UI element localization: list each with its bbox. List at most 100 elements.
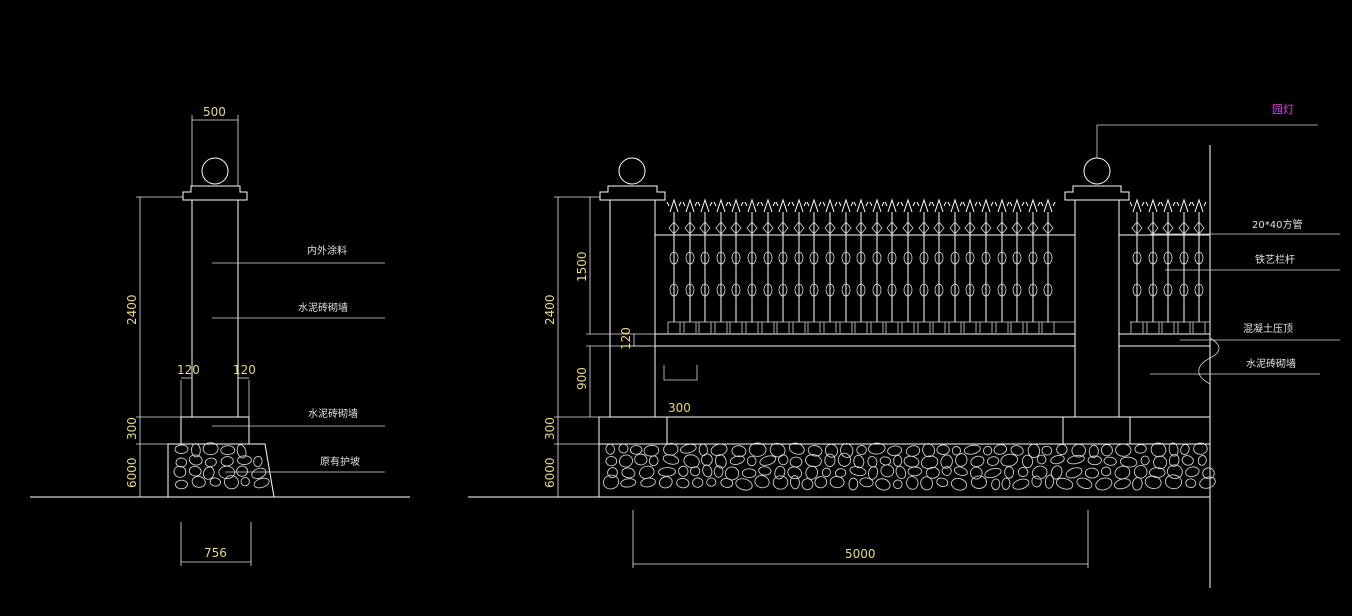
picket-ring [700,251,710,265]
picket-ring [825,251,835,265]
picket-spear [1176,198,1192,213]
picket-diamond [949,221,961,235]
picket-ring [887,283,897,297]
stone [1100,466,1112,477]
stone [1044,474,1055,489]
stone [920,455,939,470]
picket-ring [669,251,679,265]
picket-foot [1146,322,1160,333]
stone [787,466,803,480]
stone [640,477,656,488]
picket-foot [948,322,962,333]
picket-foot [1161,322,1175,333]
stone [702,464,713,478]
stone [602,474,620,490]
stone [1113,478,1131,490]
picket-spear [822,198,838,213]
dim-foundation-label-elev: 6000 [543,457,557,488]
stone [963,444,981,455]
stone [1050,454,1065,465]
picket-foot [995,322,1009,333]
stone [758,466,772,476]
stone [970,466,983,480]
picket-diamond [824,221,836,235]
picket-diamond [1178,221,1190,235]
break-line-wiggle [1198,337,1220,385]
picket-diamond [996,221,1008,235]
stone [662,454,680,465]
picket-ring [1028,251,1038,265]
picket-foot [870,322,884,333]
picket-spear [853,198,869,213]
stone [678,465,689,477]
stone [867,456,878,468]
picket-diamond [808,221,820,235]
picket-ring [981,251,991,265]
front-elevation-view: 园灯 20*40方管 铁艺栏杆 混凝土压顶 水泥砖砌墙 2400 1500 90… [468,103,1340,588]
picket-diamond [886,221,898,235]
stone [1084,467,1099,479]
picket-foot [761,322,775,333]
stone [1132,477,1143,491]
stone [203,466,215,480]
picket-ring [716,283,726,297]
picket-spear [947,198,963,213]
stone [893,454,903,467]
label-coating: 内外涂料 [307,244,347,257]
stone [772,475,789,490]
stone [1095,477,1113,491]
iron-railing-pickets [666,198,1207,333]
label-square-tube: 20*40方管 [1252,218,1302,231]
stone [903,455,920,468]
picket-spear [744,198,760,213]
picket-ring [872,283,882,297]
pillar-body-left [191,199,239,418]
picket-spear [713,198,729,213]
stone [236,465,249,477]
picket-diamond [1147,221,1159,235]
stone [220,456,234,467]
label-iron-rail: 铁艺栏杆 [1255,253,1295,266]
picket-spear [1040,198,1056,213]
pillar-cap-left [182,185,248,201]
picket-foot [979,322,993,333]
dim-base-label-left: 300 [125,417,139,440]
stone [1140,455,1150,466]
picket-ring [1043,283,1053,297]
stone [191,475,206,488]
picket-diamond [933,221,945,235]
picket-spear [760,198,776,213]
stone-pattern-right [602,442,1216,491]
dim-gap-label: 300 [668,401,691,415]
stone [940,454,953,469]
stone [941,466,952,476]
picket-spear [697,198,713,213]
stone [983,445,993,456]
picket-spear [1009,198,1025,213]
stone [1197,455,1207,466]
stone [643,444,660,457]
picket-spear [1191,198,1207,213]
picket-ring [685,251,695,265]
picket-ring [934,251,944,265]
picket-ring [872,251,882,265]
picket-spear [869,198,885,213]
dim-wall-right-label: 120 [233,363,256,377]
stone [204,457,217,467]
picket-spear [775,198,791,213]
picket-ring [903,251,913,265]
picket-foot [776,322,790,333]
picket-foot [917,322,931,333]
stone [880,464,895,478]
picket-ring [919,283,929,297]
picket-ring [856,251,866,265]
stone [720,477,734,488]
stone [805,465,818,480]
picket-foot [745,322,759,333]
stone [1067,454,1085,465]
detail-bracket [663,365,698,381]
ball-finial-left [201,157,229,185]
picket-ring [903,283,913,297]
picket-spear [962,198,978,213]
picket-foot [885,322,899,333]
